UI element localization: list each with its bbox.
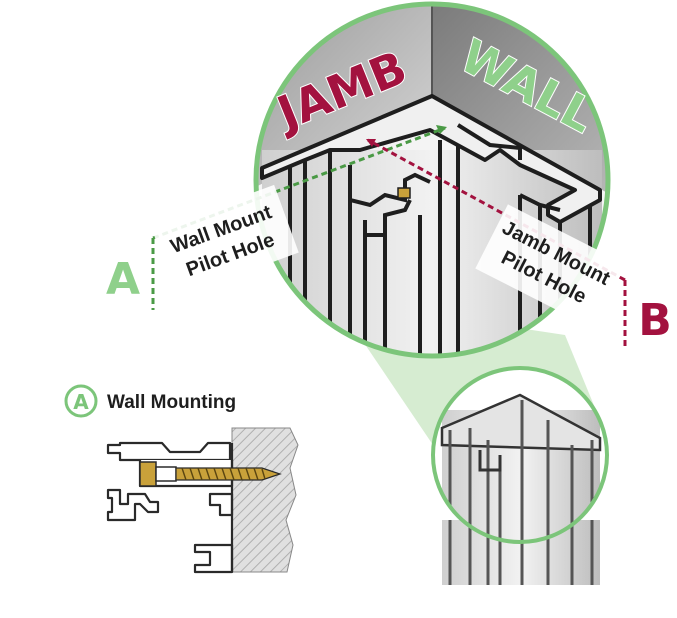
- section-title: Wall Mounting: [107, 392, 236, 413]
- circled-letter-a-icon: [64, 384, 98, 418]
- jamb-pilot-guide: [366, 138, 627, 350]
- wall-hatch: [231, 427, 299, 573]
- letter-b: B: [638, 295, 672, 346]
- wall-mounting-badge: A: [64, 384, 98, 418]
- screw-icon: [139, 461, 282, 487]
- wall-mounting-cross-section: [106, 427, 299, 574]
- letter-a: A: [106, 254, 140, 305]
- big-circle-border: [253, 1, 611, 359]
- badge-letter: A: [73, 390, 89, 414]
- small-circle-border: [431, 366, 609, 544]
